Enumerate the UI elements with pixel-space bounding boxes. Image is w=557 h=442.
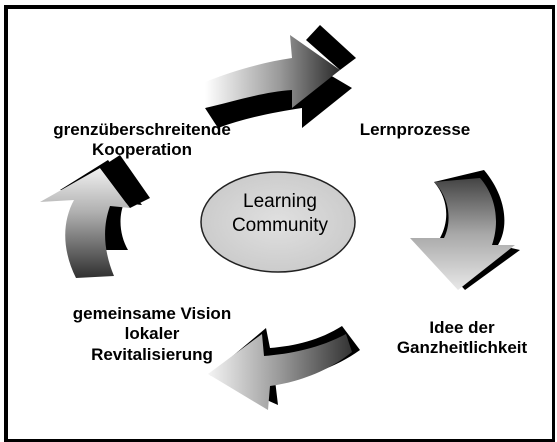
center-ellipse: [200, 171, 356, 273]
label-bottom-left-line1: gemeinsame Vision: [72, 304, 232, 323]
center-label: Learning Community: [205, 190, 355, 238]
label-bottom-left-line2: lokaler: [124, 324, 180, 344]
label-bottom-right-line2: Ganzheitlichkeit: [396, 338, 528, 358]
arrow-bottom: [208, 326, 360, 410]
label-top-left-line2: Kooperation: [91, 140, 193, 160]
label-top-right-line1: Lernprozesse: [359, 120, 471, 139]
label-top-left: grenzüberschreitende Kooperation: [42, 120, 242, 161]
arrow-top: [205, 25, 356, 128]
label-bottom-left-line3: Revitalisierung: [91, 344, 213, 364]
center-label-line2: Community: [231, 214, 329, 236]
label-bottom-left: gemeinsame Vision lokaler Revitalisierun…: [52, 304, 252, 365]
label-top-right: Lernprozesse: [350, 120, 480, 140]
label-bottom-right-line1: Idee der: [429, 318, 495, 337]
arrow-right: [410, 170, 520, 290]
label-top-left-line1: grenzüberschreitende: [53, 120, 231, 139]
label-bottom-right: Idee der Ganzheitlichkeit: [382, 318, 542, 359]
arrow-left: [40, 155, 150, 278]
center-label-line1: Learning: [243, 191, 317, 212]
